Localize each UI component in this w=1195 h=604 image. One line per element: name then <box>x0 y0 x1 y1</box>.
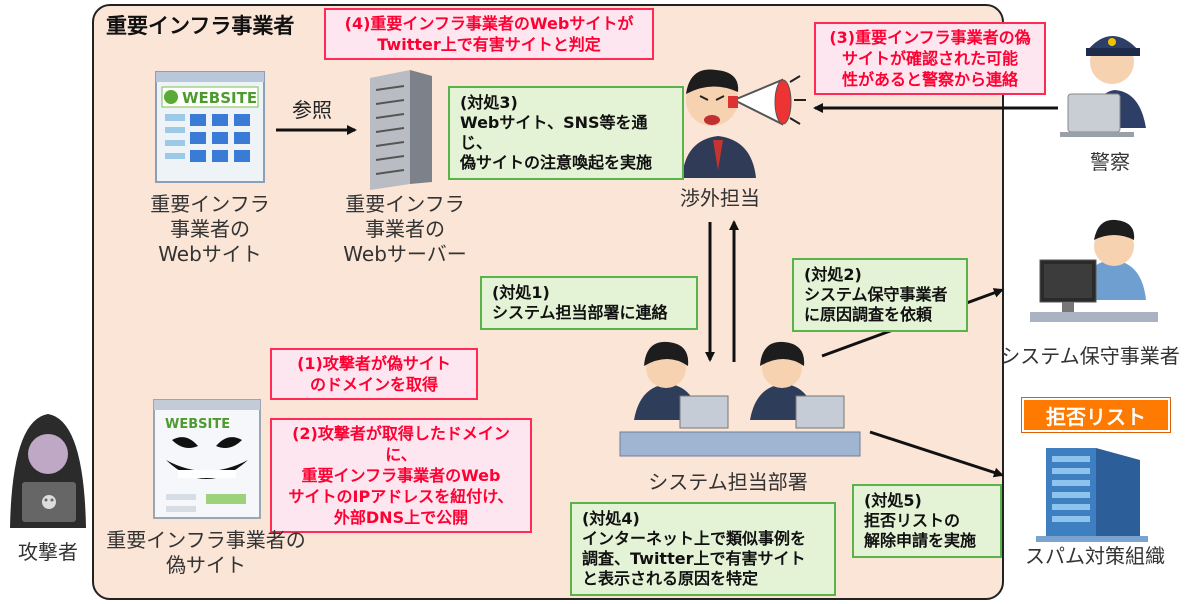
hacker-icon <box>10 414 86 528</box>
response-3-line-3: 偽サイトの注意喚起を実施 <box>460 153 653 172</box>
server-label-line-2: 事業者の <box>365 217 445 241</box>
response-2-line-2: システム保守事業者 <box>804 285 948 304</box>
incident-3-box: (3)重要インフラ事業者の偽 サイトが確認された可能 性があると警察から連絡 <box>814 22 1046 95</box>
response-3-line-1: (対処3) <box>460 93 518 112</box>
operators-icon <box>619 341 861 457</box>
dept-label: システム担当部署 <box>648 470 808 494</box>
response-5-line-2: 拒否リストの <box>864 511 961 530</box>
incident-2-line-2: 重要インフラ事業者のWeb <box>301 466 501 485</box>
blocklist-badge: 拒否リスト <box>1022 398 1170 432</box>
fake-website-icon: WEBSITE <box>153 399 261 519</box>
website-banner-text: WEBSITE <box>182 89 257 107</box>
response-2-line-3: に原因調査を依頼 <box>804 305 933 324</box>
response-4-line-2: インターネット上で類似事例を <box>582 529 807 548</box>
spam-org-building-icon <box>1036 448 1148 542</box>
response-4-line-1: (対処4) <box>582 509 640 528</box>
incident-4-line-2: Twitter上で有害サイトと判定 <box>377 35 601 54</box>
incident-2-line-1: (2)攻撃者が取得したドメインに、 <box>292 424 510 464</box>
web-server-icon <box>370 70 432 190</box>
pr-label: 渉外担当 <box>680 186 760 210</box>
incident-3-line-1: (3)重要インフラ事業者の偽 <box>829 28 1031 47</box>
response-1-line-1: (対処1) <box>492 283 550 302</box>
region-title: 重要インフラ事業者 <box>106 14 295 38</box>
response-4-box: (対処4) インターネット上で類似事例を 調査、Twitter上で有害サイト と… <box>570 502 836 596</box>
police-officer-icon <box>1060 36 1146 137</box>
response-2-box: (対処2) システム保守事業者 に原因調査を依頼 <box>792 258 968 332</box>
response-5-line-3: 解除申請を実施 <box>864 531 977 550</box>
response-4-line-3: 調査、Twitter上で有害サイト <box>582 549 806 568</box>
incident-2-box: (2)攻撃者が取得したドメインに、 重要インフラ事業者のWeb サイトのIPアド… <box>270 418 532 533</box>
attacker-label: 攻撃者 <box>18 540 78 564</box>
fake-website-banner-text: WEBSITE <box>165 417 230 432</box>
incident-2-line-3: サイトのIPアドレスを紐付け、 <box>288 487 514 506</box>
response-3-box: (対処3) Webサイト、SNS等を通じ、 偽サイトの注意喚起を実施 <box>448 86 684 180</box>
reference-label: 参照 <box>292 98 332 122</box>
fake-site-label-line-1: 重要インフラ事業者の <box>106 528 306 552</box>
server-label: 重要インフラ 事業者の Webサーバー <box>330 192 480 267</box>
fake-site-label: 重要インフラ事業者の 偽サイト <box>96 528 316 578</box>
response-4-line-4: と表示される原因を特定 <box>582 569 759 588</box>
server-label-line-3: Webサーバー <box>343 242 467 266</box>
website-page-icon: WEBSITE <box>155 71 265 183</box>
response-3-line-2: Webサイト、SNS等を通じ、 <box>460 113 648 152</box>
incident-3-line-2: サイトが確認された可能 <box>841 49 1018 68</box>
response-2-line-1: (対処2) <box>804 265 862 284</box>
incident-4-line-1: (4)重要インフラ事業者のWebサイトが <box>344 14 634 33</box>
response-5-box: (対処5) 拒否リストの 解除申請を実施 <box>852 484 1002 558</box>
spam-label: スパム対策組織 <box>1025 544 1165 568</box>
fake-site-label-line-2: 偽サイト <box>166 553 246 577</box>
website-label-line-2: 事業者の <box>170 217 250 241</box>
incident-2-line-4: 外部DNS上で公開 <box>333 508 469 527</box>
website-label-line-1: 重要インフラ <box>150 192 270 216</box>
response-1-line-2: システム担当部署に連絡 <box>492 303 668 322</box>
response-1-box: (対処1) システム担当部署に連絡 <box>480 276 698 330</box>
pr-officer-megaphone-icon <box>682 69 806 178</box>
maintenance-worker-icon <box>1030 219 1158 322</box>
server-label-line-1: 重要インフラ <box>345 192 465 216</box>
incident-3-line-3: 性があると警察から連絡 <box>841 70 1018 89</box>
response-5-line-1: (対処5) <box>864 491 922 510</box>
police-label: 警察 <box>1090 150 1130 174</box>
arrow-dept-to-spam <box>869 430 1004 478</box>
incident-1-box: (1)攻撃者が偽サイト のドメインを取得 <box>270 348 478 400</box>
incident-1-line-1: (1)攻撃者が偽サイト <box>297 354 451 373</box>
incident-4-box: (4)重要インフラ事業者のWebサイトが Twitter上で有害サイトと判定 <box>324 8 654 60</box>
website-label: 重要インフラ 事業者の Webサイト <box>140 192 280 267</box>
maintenance-label: システム保守事業者 <box>1000 344 1180 368</box>
incident-1-line-2: のドメインを取得 <box>309 375 438 394</box>
website-label-line-3: Webサイト <box>158 242 262 266</box>
